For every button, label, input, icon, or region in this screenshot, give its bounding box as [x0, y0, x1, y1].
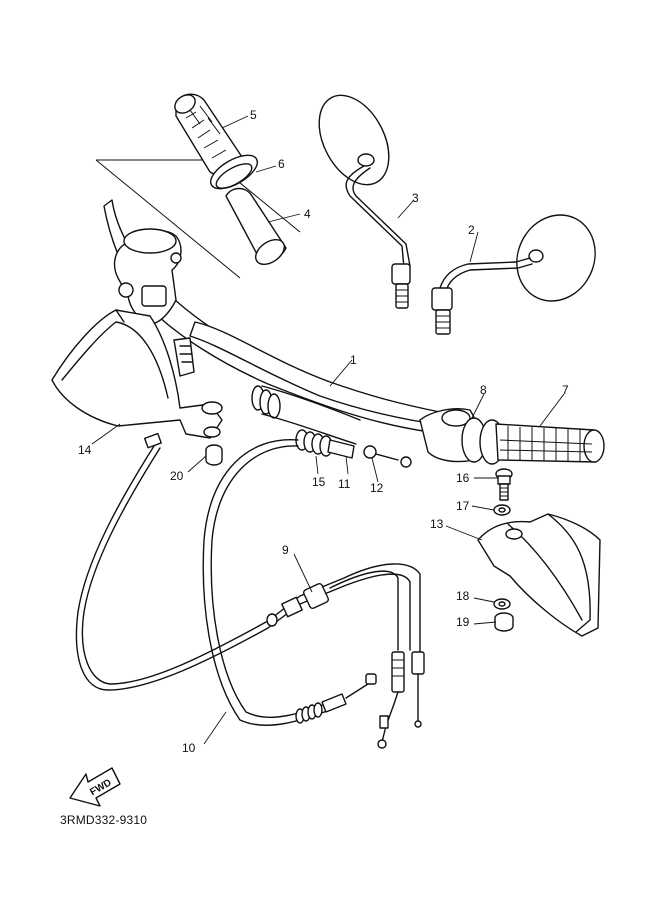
washer-lower [493, 598, 511, 610]
handlebar-pad [251, 385, 361, 445]
callout-1: 1 [350, 353, 357, 367]
callout-5: 5 [250, 108, 257, 122]
clutch-lever-holder [113, 228, 195, 377]
callout-3: 3 [412, 191, 419, 205]
callout-12: 12 [370, 481, 384, 495]
callout-20: 20 [170, 469, 184, 483]
callout-7: 7 [562, 383, 569, 397]
callout-19: 19 [456, 615, 470, 629]
throttle-tube [225, 187, 287, 266]
nut-right [494, 612, 514, 632]
mirror-right [431, 214, 596, 335]
forward-arrow-icon: FWD [69, 767, 121, 807]
bolt [495, 468, 513, 501]
callout-15: 15 [312, 475, 326, 489]
leader-lines [91, 115, 565, 745]
callout-8: 8 [480, 383, 487, 397]
throttle-cable-long [202, 439, 377, 726]
callout-14: 14 [78, 443, 92, 457]
callout-6: 6 [278, 157, 285, 171]
cable-adjuster [295, 429, 412, 468]
callout-10: 10 [182, 741, 196, 755]
callout-13: 13 [430, 517, 444, 531]
callout-17: 17 [456, 499, 470, 513]
cable-adjuster-lower [295, 673, 377, 724]
clutch-cable [75, 432, 269, 691]
callout-16: 16 [456, 471, 470, 485]
callout-2: 2 [468, 223, 475, 237]
drawing-part-number: 3RMD332-9310 [60, 813, 147, 827]
callout-9: 9 [282, 543, 289, 557]
hand-guard-left [51, 309, 223, 439]
throttle-housing [419, 408, 487, 463]
hand-guard-right [477, 513, 601, 637]
grip-cap [209, 154, 259, 190]
mirror-left [318, 94, 411, 309]
washer-upper [493, 504, 511, 516]
throttle-cable-assy [266, 563, 425, 749]
callout-11: 11 [338, 477, 351, 491]
callouts: 1 2 3 4 5 6 7 8 9 10 11 12 13 14 15 16 1… [78, 108, 569, 755]
callout-4: 4 [304, 207, 311, 221]
nut-left [205, 444, 223, 466]
grip-right [479, 419, 605, 465]
callout-18: 18 [456, 589, 470, 603]
